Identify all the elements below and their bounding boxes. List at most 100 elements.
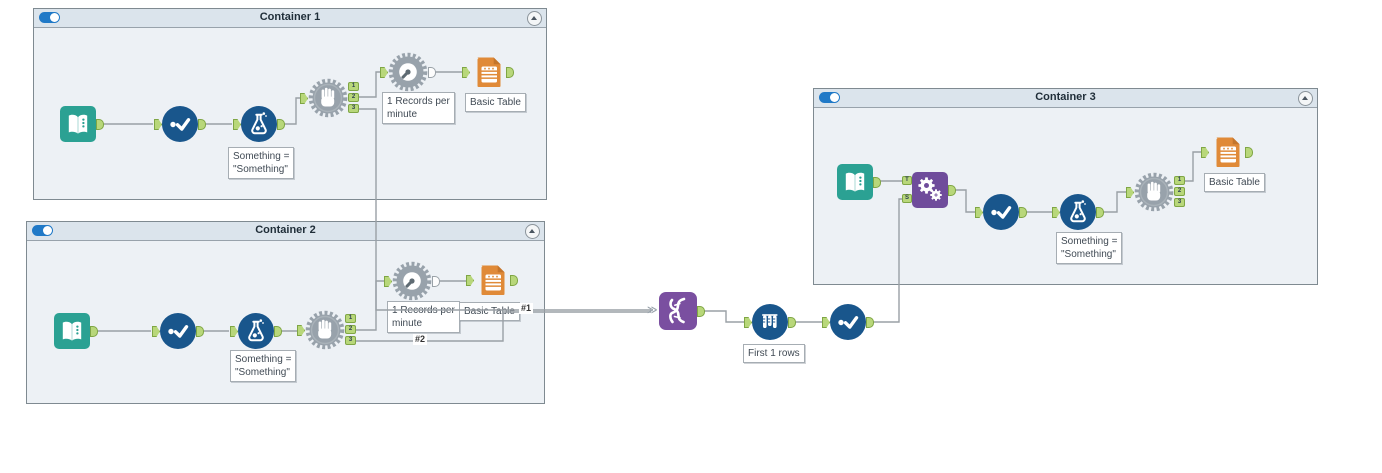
formula-tool-1[interactable]: [233, 106, 285, 142]
output-anchor[interactable]: [432, 276, 440, 287]
toggle-knob: [43, 226, 52, 235]
table-annotation-3[interactable]: Basic Table: [1204, 173, 1265, 192]
input-anchor[interactable]: [152, 326, 160, 337]
throttle-tool-2[interactable]: [384, 261, 440, 301]
container-3-collapse-button[interactable]: [1298, 91, 1313, 106]
throttle-annotation-1[interactable]: 1 Records per minute: [382, 92, 455, 124]
throttle-gauge-icon: [388, 52, 428, 92]
container-1-header[interactable]: Container 1: [34, 9, 546, 28]
union-tool[interactable]: [659, 292, 705, 330]
formula-tool-3[interactable]: [1052, 194, 1104, 230]
input-anchor[interactable]: [380, 67, 388, 78]
macro-tool[interactable]: T S: [902, 172, 956, 208]
block-until-done-hand-icon: [305, 310, 345, 350]
output-anchor[interactable]: [788, 317, 796, 328]
container-1-collapse-button[interactable]: [527, 11, 542, 26]
output-anchor[interactable]: [90, 326, 98, 337]
input-anchor[interactable]: [154, 119, 162, 130]
output-anchor[interactable]: [1096, 207, 1104, 218]
output-anchor-1[interactable]: 1: [1174, 176, 1185, 185]
input-data-book-icon: [60, 106, 96, 142]
formula-flask-icon: [1060, 194, 1096, 230]
formula-tool-2[interactable]: [230, 313, 282, 349]
output-anchor-2[interactable]: 2: [345, 325, 356, 334]
input-anchor[interactable]: [384, 276, 392, 287]
table-tool-3[interactable]: [1201, 134, 1253, 170]
input-anchor[interactable]: [462, 67, 470, 78]
source-input-anchor[interactable]: S: [902, 194, 912, 203]
formula-annotation-3[interactable]: Something = "Something": [1056, 232, 1123, 264]
input-data-tool-3[interactable]: [837, 164, 881, 200]
output-anchor[interactable]: [1245, 147, 1253, 158]
input-anchor[interactable]: [233, 119, 241, 130]
input-data-tool-2[interactable]: [54, 313, 98, 349]
output-anchor[interactable]: [274, 326, 282, 337]
select-tool-1[interactable]: [154, 106, 206, 142]
annotation-line: Basic Table: [470, 97, 521, 108]
output-anchor-2[interactable]: 2: [348, 93, 359, 102]
table-tool-1[interactable]: [462, 54, 514, 90]
block-until-done-tool-1[interactable]: 1 2 3: [300, 78, 359, 118]
container-1-enable-toggle[interactable]: [39, 12, 60, 23]
connection-hand2-throttle2[interactable]: [350, 280, 391, 331]
select-tool-2[interactable]: [152, 313, 204, 349]
throttle-tool-1[interactable]: [380, 52, 436, 92]
output-anchor-1[interactable]: 1: [348, 82, 359, 91]
multi-input-anchor[interactable]: [647, 305, 658, 317]
output-anchor[interactable]: [198, 119, 206, 130]
container-3-header[interactable]: Container 3: [814, 89, 1317, 108]
output-anchor[interactable]: [428, 67, 436, 78]
input-anchor[interactable]: [1126, 187, 1134, 198]
output-anchor[interactable]: [277, 119, 285, 130]
table-annotation-1[interactable]: Basic Table: [465, 93, 526, 112]
input-anchor[interactable]: [300, 93, 308, 104]
input-anchor[interactable]: [1201, 147, 1209, 158]
input-anchor[interactable]: [1052, 207, 1060, 218]
output-anchor-3[interactable]: 3: [348, 104, 359, 113]
input-data-book-icon: [837, 164, 873, 200]
input-anchor[interactable]: [230, 326, 238, 337]
block-until-done-tool-2[interactable]: 1 2 3: [297, 310, 356, 350]
formula-annotation-2[interactable]: Something = "Something": [230, 350, 297, 382]
output-anchor[interactable]: [873, 177, 881, 188]
block-until-done-tool-3[interactable]: 1 2 3: [1126, 172, 1185, 212]
output-anchor[interactable]: [510, 275, 518, 286]
connection-hand3-table3[interactable]: [1178, 151, 1201, 182]
output-anchor-3[interactable]: 3: [1174, 198, 1185, 207]
target-input-anchor[interactable]: T: [902, 176, 912, 185]
connection-hand1-union[interactable]: [353, 108, 651, 311]
throttle-gauge-icon: [392, 261, 432, 301]
select-tool-3[interactable]: [975, 194, 1027, 230]
input-anchor[interactable]: [822, 317, 830, 328]
input-data-tool-1[interactable]: [60, 106, 104, 142]
connection-macro-select3[interactable]: [952, 189, 975, 213]
connection-formula3-hand3[interactable]: [1100, 191, 1128, 213]
output-anchor-3[interactable]: 3: [345, 336, 356, 345]
output-anchor[interactable]: [948, 185, 956, 196]
output-anchor[interactable]: [866, 317, 874, 328]
select-tool-mid[interactable]: [822, 304, 874, 340]
output-anchor[interactable]: [1019, 207, 1027, 218]
output-anchor[interactable]: [196, 326, 204, 337]
container-2-collapse-button[interactable]: [525, 224, 540, 239]
connection-formula1-hand1[interactable]: [281, 97, 302, 125]
connection-hand2-union[interactable]: [350, 311, 651, 342]
sample-tool[interactable]: [744, 304, 796, 340]
container-2-header[interactable]: Container 2: [27, 222, 544, 241]
output-anchor[interactable]: [506, 67, 514, 78]
input-anchor[interactable]: [975, 207, 983, 218]
container-3-enable-toggle[interactable]: [819, 92, 840, 103]
sample-annotation[interactable]: First 1 rows: [743, 344, 805, 363]
input-anchor[interactable]: [297, 325, 305, 336]
output-anchor[interactable]: [96, 119, 104, 130]
output-anchor[interactable]: [697, 306, 705, 317]
formula-annotation-1[interactable]: Something = "Something": [228, 147, 295, 179]
connection-select-macro-s[interactable]: [870, 198, 903, 323]
input-anchor[interactable]: [744, 317, 752, 328]
output-anchor-2[interactable]: 2: [1174, 187, 1185, 196]
connection-union-sample[interactable]: [702, 310, 744, 323]
output-anchor-1[interactable]: 1: [345, 314, 356, 323]
container-2-enable-toggle[interactable]: [32, 225, 53, 236]
table-tool-2[interactable]: [466, 262, 518, 298]
input-anchor[interactable]: [466, 275, 474, 286]
